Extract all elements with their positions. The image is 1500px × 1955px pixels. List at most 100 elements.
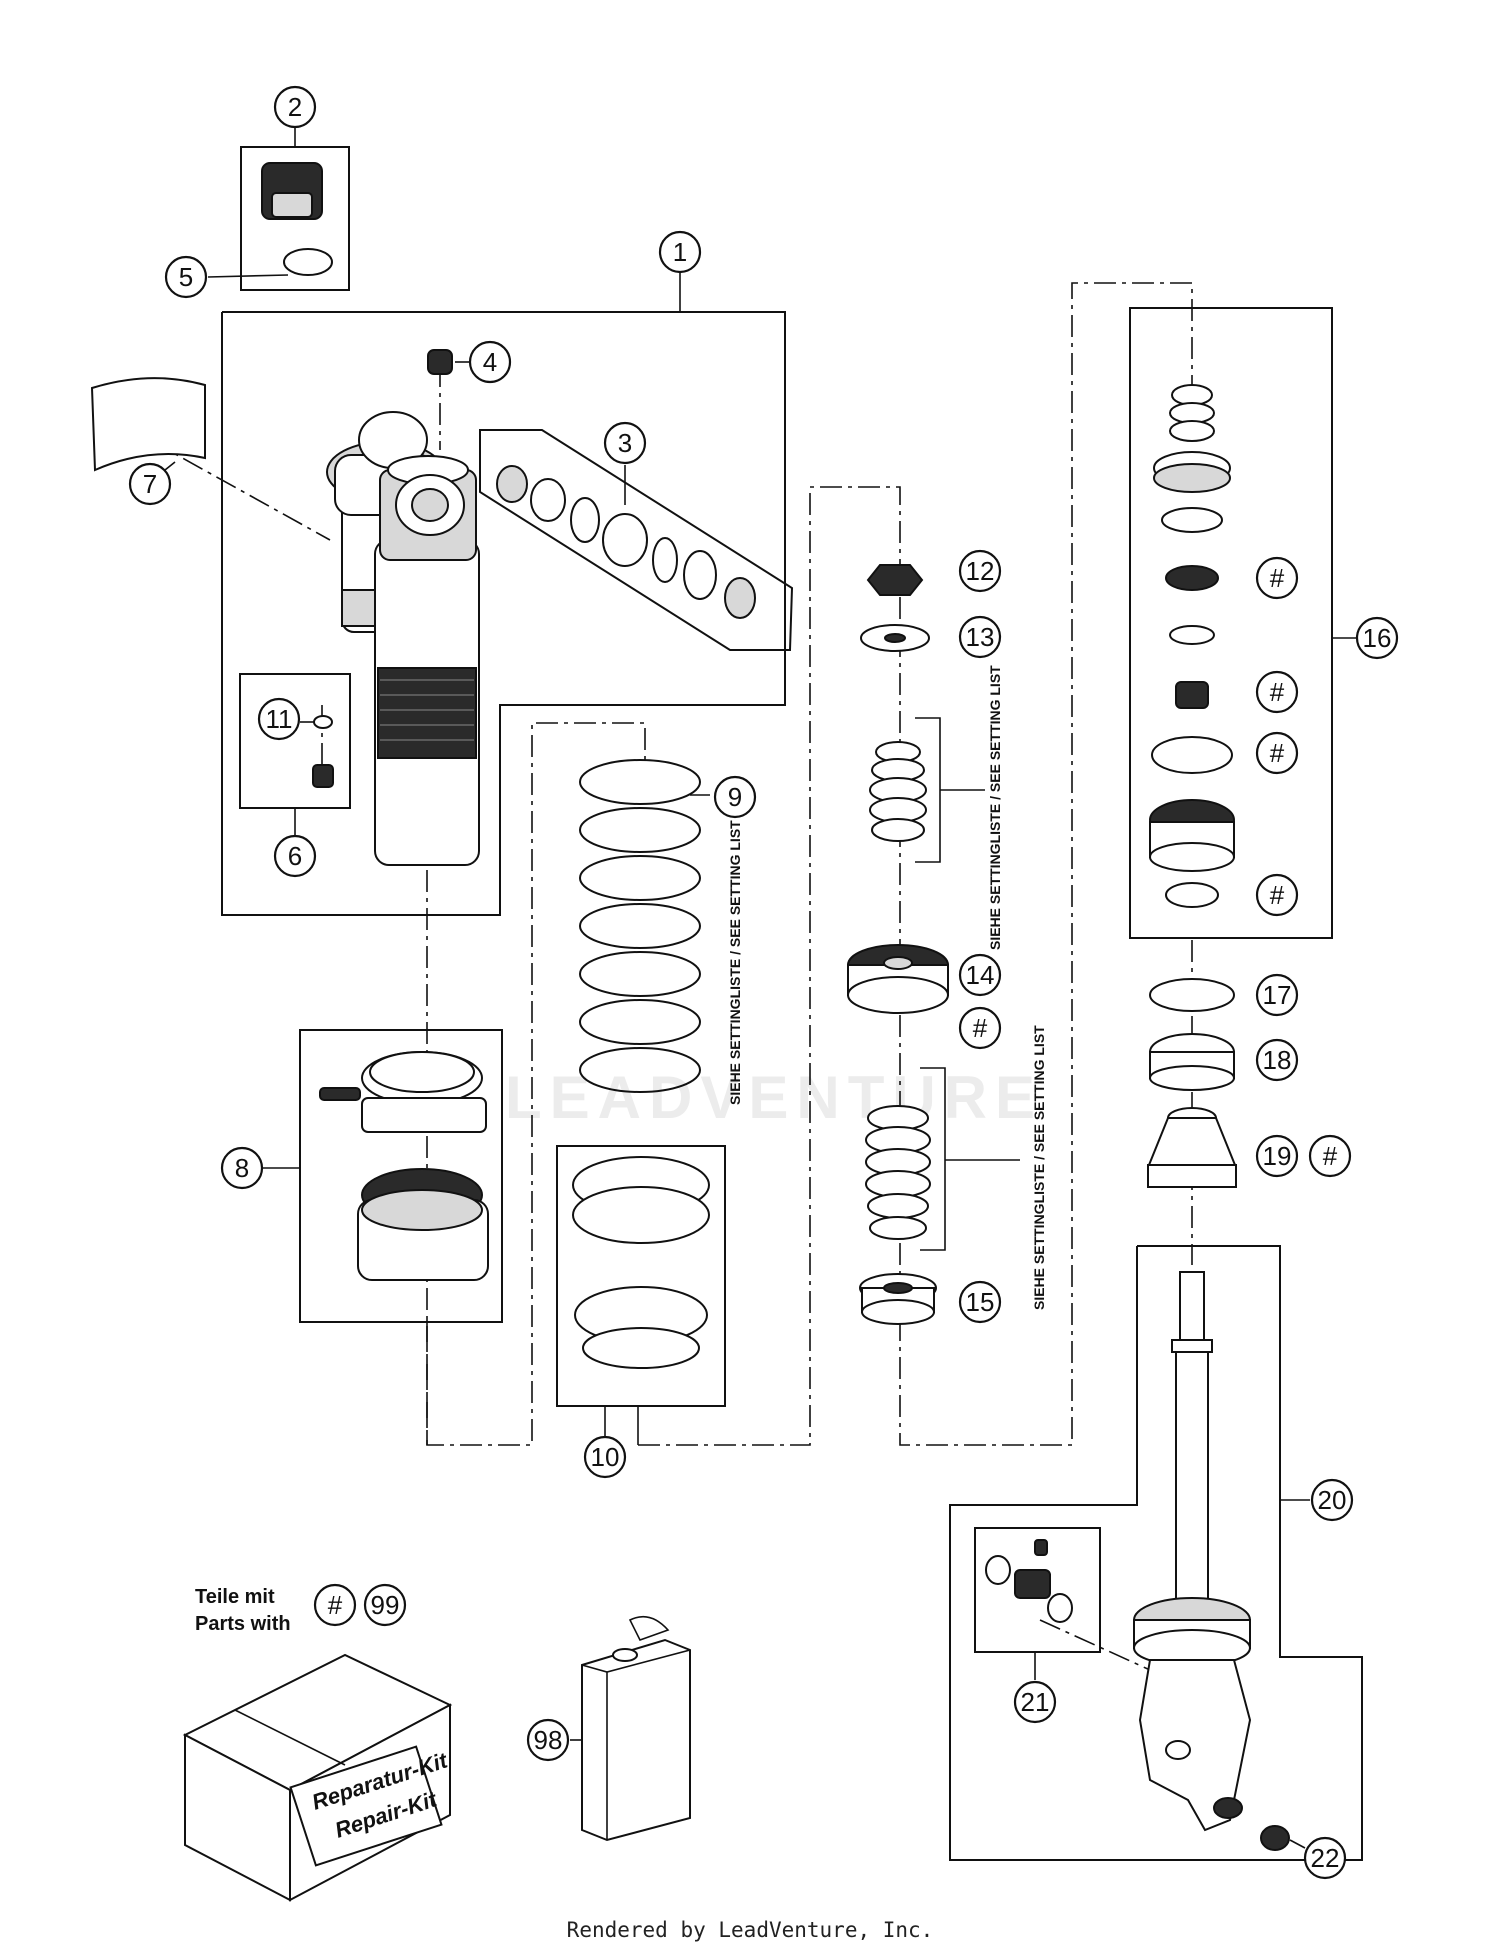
spring-thread-lines [380,679,474,741]
callout-18-label: 18 [1263,1045,1292,1075]
callout-99[interactable]: 99 [363,1583,407,1627]
callout-21-label: 21 [1021,1687,1050,1717]
hash-marker-legend-label: # [328,1590,343,1620]
callout-14-label: 14 [966,960,995,990]
callout-99-label: 99 [371,1590,400,1620]
part-2-valve [261,162,333,276]
callout-20[interactable]: 20 [1310,1478,1354,1522]
callout-15[interactable]: 15 [958,1280,1002,1324]
callout-1-label: 1 [673,237,687,267]
part-7-sleeve [90,377,206,472]
part-21-valve-fitting [985,1539,1073,1623]
callout-8[interactable]: 8 [220,1146,264,1190]
callout-11-label: 11 [266,704,293,734]
part-11-oring [313,715,333,729]
callout-15-label: 15 [966,1287,995,1317]
group-box-21 [974,1527,1101,1653]
callout-7-label: 7 [143,469,157,499]
part-12-nut [866,564,924,596]
callout-18[interactable]: 18 [1255,1038,1299,1082]
part-6-bleed-screw [312,764,334,788]
callout-21[interactable]: 21 [1013,1680,1057,1724]
part-16-valve-stack [1149,384,1235,908]
callout-12-label: 12 [966,556,995,586]
hash-marker-16c-label: # [1270,738,1285,768]
part-8-preload-rings [319,1051,489,1281]
setting-shims-lower [865,1105,931,1240]
callout-3[interactable]: 3 [603,421,647,465]
hash-marker-16b-label: # [1270,677,1285,707]
hash-marker-16b[interactable]: # [1255,670,1299,714]
hash-marker-16d-label: # [1270,880,1285,910]
callout-17[interactable]: 17 [1255,973,1299,1017]
setting-label-upper-shims: SIEHE SETTINGLISTE / SEE SETTING LIST [987,665,1003,950]
callout-6-label: 6 [288,841,302,871]
callout-17-label: 17 [1263,980,1292,1010]
callout-3-label: 3 [618,428,632,458]
callout-19[interactable]: 19 [1255,1134,1299,1178]
setting-shims-upper [869,741,927,842]
callout-16-label: 16 [1363,623,1392,653]
callout-19-label: 19 [1263,1141,1292,1171]
callout-4-label: 4 [483,347,497,377]
hash-marker-19-label: # [1323,1141,1338,1171]
callout-4[interactable]: 4 [468,340,512,384]
part-15-bump-rubber [859,1273,937,1325]
legend-line-2: Parts with [195,1613,291,1635]
callout-2[interactable]: 2 [273,85,317,129]
group-box-16 [1129,307,1333,939]
leader-22 [1289,1839,1306,1849]
part-14-piston [847,944,949,1014]
hash-marker-16a[interactable]: # [1255,556,1299,600]
hash-marker-19[interactable]: # [1308,1134,1352,1178]
hash-marker-16d[interactable]: # [1255,873,1299,917]
leader-5 [207,274,289,278]
part-19-bump-stop [1147,1107,1237,1188]
callout-13-label: 13 [966,622,995,652]
part-3-seal-kit [479,429,794,651]
group-box-6 [239,673,351,809]
callout-14[interactable]: 14 [958,953,1002,997]
callout-20-label: 20 [1318,1485,1347,1515]
setting-label-spring: SIEHE SETTINGLISTE / SEE SETTING LIST [727,820,743,1105]
callout-13[interactable]: 13 [958,615,1002,659]
callout-1[interactable]: 1 [658,230,702,274]
part-10-spring-seats [572,1156,710,1369]
hash-marker-16c[interactable]: # [1255,731,1299,775]
part-18-seal-cap [1149,1033,1235,1091]
part-9-spring [579,759,701,1093]
hash-marker-legend[interactable]: # [313,1583,357,1627]
callout-16[interactable]: 16 [1355,616,1399,660]
part-13-washer [860,624,930,652]
group-box-10 [556,1145,726,1407]
hash-marker-14[interactable]: # [958,1006,1002,1050]
legend-line-1: Teile mit [195,1586,275,1608]
callout-5-label: 5 [179,262,193,292]
setting-label-lower-shims: SIEHE SETTINGLISTE / SEE SETTING LIST [1031,1025,1047,1310]
hash-marker-14-label: # [973,1013,988,1043]
part-1-shock-body [326,411,480,866]
callout-5[interactable]: 5 [164,255,208,299]
footer-credit: Rendered by LeadVenture, Inc. [566,1918,934,1942]
callout-22-label: 22 [1311,1843,1340,1873]
callout-7[interactable]: 7 [128,462,172,506]
part-20-piston-rod [1133,1271,1252,1832]
hash-marker-16a-label: # [1270,563,1285,593]
callout-11[interactable]: 11 [257,697,301,741]
callout-12[interactable]: 12 [958,549,1002,593]
part-22-plug [1260,1825,1290,1851]
callout-98[interactable]: 98 [526,1718,570,1762]
callout-10[interactable]: 10 [583,1435,627,1479]
assembly-line-21 [1039,1619,1151,1671]
callout-10-label: 10 [591,1442,620,1472]
callout-6[interactable]: 6 [273,834,317,878]
callout-9[interactable]: 9 [713,775,757,819]
bracket-lower-shims [920,1067,946,1251]
callout-98-label: 98 [534,1725,563,1755]
callout-22[interactable]: 22 [1303,1836,1347,1880]
group-box-8 [299,1029,503,1323]
callout-9-label: 9 [728,782,742,812]
group-box-1 [221,311,786,916]
callout-8-label: 8 [235,1153,249,1183]
